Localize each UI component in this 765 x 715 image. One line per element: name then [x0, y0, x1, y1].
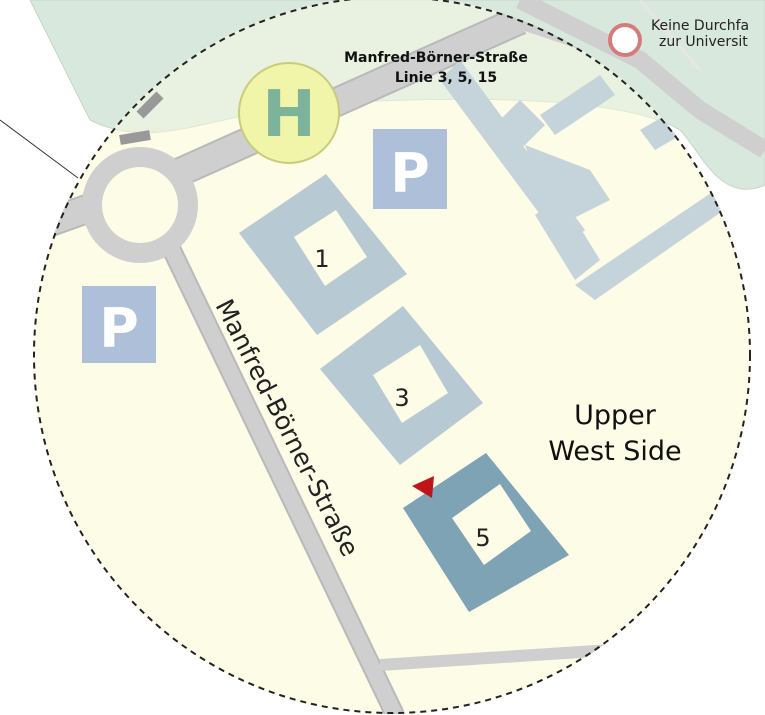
- bus-stop-icon: H: [262, 78, 316, 152]
- parking-west[interactable]: P: [82, 286, 156, 363]
- parking-icon: P: [99, 297, 139, 360]
- area-label-line1: Upper: [574, 400, 657, 431]
- building-number: 5: [475, 524, 490, 552]
- area-label-line2: West Side: [548, 436, 681, 467]
- building-number: 1: [314, 245, 329, 273]
- building-5[interactable]: [403, 453, 569, 612]
- parking-north[interactable]: P: [373, 129, 447, 209]
- stop-lines-label: Linie 3, 5, 15: [395, 70, 497, 86]
- campus-buildings: [440, 60, 751, 300]
- pointer-line: [0, 119, 79, 179]
- stop-street-label: Manfred-Börner-Straße: [344, 50, 528, 66]
- notice-line2: zur Universit: [659, 34, 748, 50]
- detail-circle-border: [33, 0, 751, 714]
- building-number: 3: [394, 384, 409, 412]
- building-3[interactable]: [320, 306, 483, 465]
- building-1[interactable]: [239, 174, 407, 335]
- no-through-road-notice: Keine Durchfa zur Universit: [608, 18, 749, 57]
- parking-icon: P: [390, 142, 430, 205]
- location-marker-icon[interactable]: [412, 476, 434, 498]
- bus-stop[interactable]: H: [238, 62, 340, 164]
- no-entry-icon: [608, 23, 642, 57]
- notice-line1: Keine Durchfa: [651, 18, 749, 34]
